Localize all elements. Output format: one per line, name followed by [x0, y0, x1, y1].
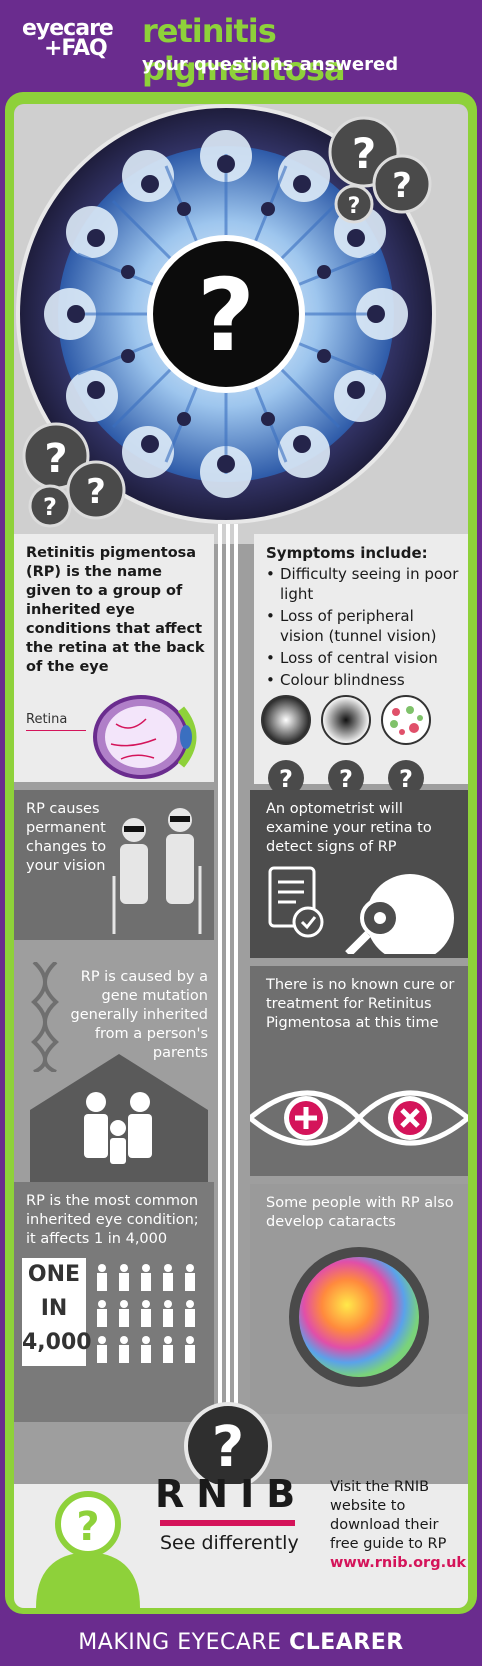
svg-text:?: ? [392, 166, 412, 206]
person-question-icon: ? [36, 1491, 140, 1608]
stat-box: ONE IN 4,000 [22, 1258, 92, 1366]
retina-label: Retina [26, 712, 68, 727]
symptoms-panel: Symptoms include: Difficulty seeing in p… [254, 534, 468, 784]
gene-panel: RP is caused by a gene mutation generall… [14, 958, 214, 1182]
bottom-question-mark-icon: ? [184, 1402, 272, 1490]
optometrist-panel: An optometrist will examine your retina … [250, 790, 468, 958]
symptom-item: Difficulty seeing in poor light [266, 564, 462, 604]
infographic-body: ? ? ? ? ? ? ? Retinitis pigmentosa (RP) … [14, 104, 468, 1608]
eye-exam-icon [268, 866, 454, 954]
rnib-tagline: See differently [160, 1532, 299, 1554]
question-mark-icon: ? [197, 257, 255, 374]
pupil [147, 235, 305, 393]
symptom-item: Loss of peripheral vision (tunnel vision… [266, 606, 462, 646]
stat-line1: ONE [27, 1262, 81, 1287]
population-figures-icon [97, 1264, 195, 1363]
retina-pointer-line [26, 730, 86, 731]
question-bubbles-top-right-icon: ? ? ? [328, 116, 432, 224]
common-text: RP is the most common inherited eye cond… [26, 1193, 199, 1247]
question-bubbles-bottom-left-icon: ? ? ? [22, 422, 126, 528]
stat-line2: IN [40, 1296, 68, 1321]
svg-text:?: ? [348, 194, 361, 219]
svg-text:?: ? [352, 129, 376, 178]
footer-text: MAKING EYECARE [78, 1630, 290, 1655]
stat-line3: 4,000 [22, 1330, 92, 1355]
svg-text:?: ? [86, 472, 106, 512]
rnib-visit-text: Visit the RNIB website to download their… [330, 1479, 447, 1552]
dna-helix-icon [31, 962, 59, 1072]
rnib-visit-block: Visit the RNIB website to download their… [330, 1478, 470, 1573]
hero-eye-graphic: ? ? ? ? ? ? ? [14, 104, 468, 544]
eyecare-faq-logo[interactable]: eyecare +FAQ [22, 16, 132, 68]
symptoms-list: Difficulty seeing in poor light Loss of … [266, 564, 462, 692]
symptom-item: Loss of central vision [266, 648, 462, 668]
svg-text:?: ? [339, 765, 353, 793]
rnib-logo-bar [160, 1520, 295, 1526]
svg-text:?: ? [44, 436, 67, 482]
footer-bar: MAKING EYECARE CLEARER [0, 1620, 482, 1666]
svg-text:?: ? [43, 493, 57, 521]
svg-text:?: ? [399, 765, 413, 793]
rnib-url-link[interactable]: www.rnib.org.uk [330, 1555, 467, 1571]
footer-text-bold: CLEARER [289, 1630, 404, 1655]
pigment-dots [67, 155, 385, 473]
header-bar: eyecare +FAQ retinitis pigmentosa your q… [0, 0, 482, 88]
common-panel: RP is the most common inherited eye cond… [14, 1182, 214, 1422]
page-title: retinitis pigmentosa [142, 12, 346, 88]
optometrist-text: An optometrist will examine your retina … [266, 801, 432, 855]
no-cure-text: There is no known cure or treatment for … [266, 977, 455, 1031]
family-house-icon [30, 1054, 208, 1182]
svg-text:?: ? [279, 765, 293, 793]
intro-text: Retinitis pigmentosa (RP) is the name gi… [26, 545, 205, 675]
no-cure-panel: There is no known cure or treatment for … [250, 966, 468, 1176]
symptom-item: Colour blindness [266, 670, 462, 690]
rnib-logo[interactable]: RNIB [155, 1472, 308, 1516]
permanent-panel: RP causes permanent changes to your visi… [14, 790, 214, 940]
gene-text: RP is caused by a gene mutation generall… [70, 969, 208, 1061]
people-with-canes-icon [112, 808, 202, 934]
permanent-text: RP causes permanent changes to your visi… [26, 801, 107, 874]
treatment-symbols-icon [250, 1090, 468, 1146]
logo-text-line1: eyecare [22, 16, 114, 41]
svg-text:?: ? [212, 1415, 244, 1480]
intro-panel: Retinitis pigmentosa (RP) is the name gi… [14, 534, 214, 782]
eye-cross-section-icon [93, 695, 197, 779]
logo-text-line2: +FAQ [44, 36, 108, 61]
svg-text:?: ? [76, 1504, 99, 1550]
symptoms-heading: Symptoms include: [266, 544, 428, 562]
symptom-vision-icons: ??? [261, 695, 431, 796]
page-subtitle: your questions answered [142, 54, 399, 75]
cataract-blurred-vision-icon [289, 1247, 429, 1387]
connector-tracks [218, 524, 238, 1464]
cataracts-text: Some people with RP also develop catarac… [266, 1195, 454, 1230]
